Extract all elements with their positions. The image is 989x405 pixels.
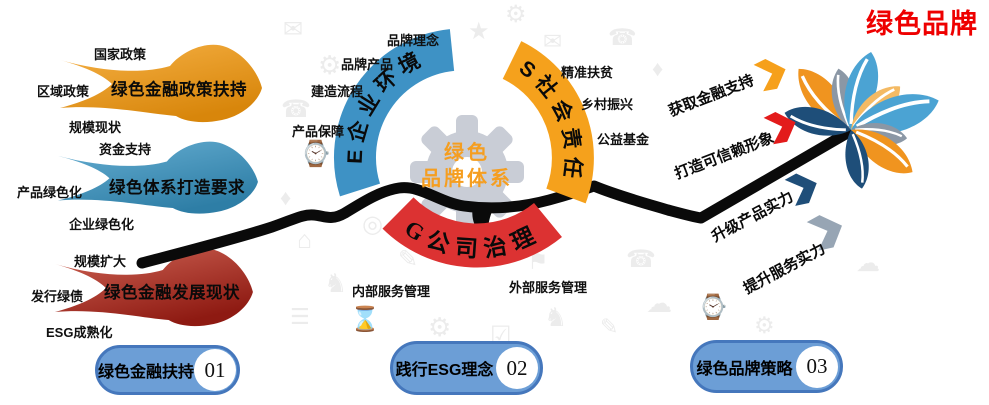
gear-icon: ⚙ [318,50,342,80]
star-icon: ★ [468,18,490,45]
note-internal-service: 内部服务管理 [352,284,431,299]
watch-icon: ⌚ [300,140,332,168]
chess-knight-icon: ♞ [544,302,568,332]
gear-icon: ⚙ [754,312,775,338]
note-regional-policy: 区域政策 [37,84,90,99]
step-2-number-circle: 02 [496,347,538,389]
note-national-policy: 国家政策 [94,47,147,62]
gear-icon: ⚙ [505,1,527,28]
pencil-icon: ✎ [600,314,619,339]
note-build-process: 建造流程 [311,84,364,99]
phone-icon: ☎ [626,246,656,273]
ribbon-social [502,41,594,204]
step-2-label: 践行ESG理念 [395,362,494,379]
cloud-icon: ☁ [646,288,672,318]
hourglass-icon: ⌛ [350,306,380,333]
phone-icon: ☎ [608,24,637,50]
phone-icon: ☎ [281,96,311,123]
note-funding-support: 资金支持 [99,142,152,157]
step-1-number-circle: 01 [194,349,237,391]
step-2-number: 02 [506,355,528,380]
target-icon: ◎ [362,211,383,238]
mail-icon: ✉ [283,16,304,43]
note-product-greening: 产品绿色化 [17,185,83,200]
chess-knight-icon: ♞ [324,268,348,298]
step-3-number: 03 [806,354,828,378]
step-3-number-circle: 03 [796,345,838,388]
note-product-guarantee: 产品保障 [292,124,345,139]
flag-icon: ⚑ [527,248,549,275]
page-title: 绿色品牌 [866,9,978,39]
leaf-cluster [780,46,944,191]
note-scale-expansion: 规模扩大 [74,254,127,269]
step-3-label: 绿色品牌策略 [696,360,793,378]
diamond-icon: ♦ [280,185,292,210]
step-1-number: 01 [204,357,226,382]
step-pill-3: 绿色品牌策略 03 [690,340,843,393]
step-pill-2: 践行ESG理念 02 [390,341,543,395]
step-1-label: 绿色金融扶持 [98,364,195,381]
arrow-label-policy: 绿色金融政策扶持 [111,81,247,99]
diamond-icon: ♦ [652,56,664,81]
note-company-greening: 企业绿色化 [69,217,135,232]
watch-icon: ⌚ [698,294,728,321]
note-charity-fund: 公益基金 [597,132,650,147]
cloud-icon: ☁ [856,250,880,277]
note-esg-maturity: ESG成熟化 [46,325,113,340]
gear-icon: ⚙ [428,312,452,342]
menu-icon: ☰ [290,304,310,329]
arrow-label-system: 绿色体系打造要求 [109,179,245,197]
mail-icon: ✉ [543,28,563,54]
gear-label-line1: 绿色 [444,140,490,164]
arrow-label-status: 绿色金融发展现状 [104,284,240,302]
step-pill-1: 绿色金融扶持 01 [95,345,240,395]
note-poverty-relief: 精准扶贫 [561,65,614,80]
gear-label-line2: 品牌体系 [421,166,513,190]
swoosh-stem-line [136,126,855,269]
note-brand-concept: 品牌理念 [387,33,440,48]
home-icon: ⌂ [297,226,313,254]
note-scale-status: 规模现状 [69,120,122,135]
pencil-icon: ✎ [398,246,419,273]
note-rural-revival: 乡村振兴 [581,97,634,112]
note-green-bonds: 发行绿债 [31,289,84,304]
ribbon-governance [382,196,562,268]
chevron-icon [753,54,791,94]
note-brand-product: 品牌产品 [341,57,394,72]
note-external-service: 外部服务管理 [509,280,588,295]
ribbon-environment [333,29,455,197]
